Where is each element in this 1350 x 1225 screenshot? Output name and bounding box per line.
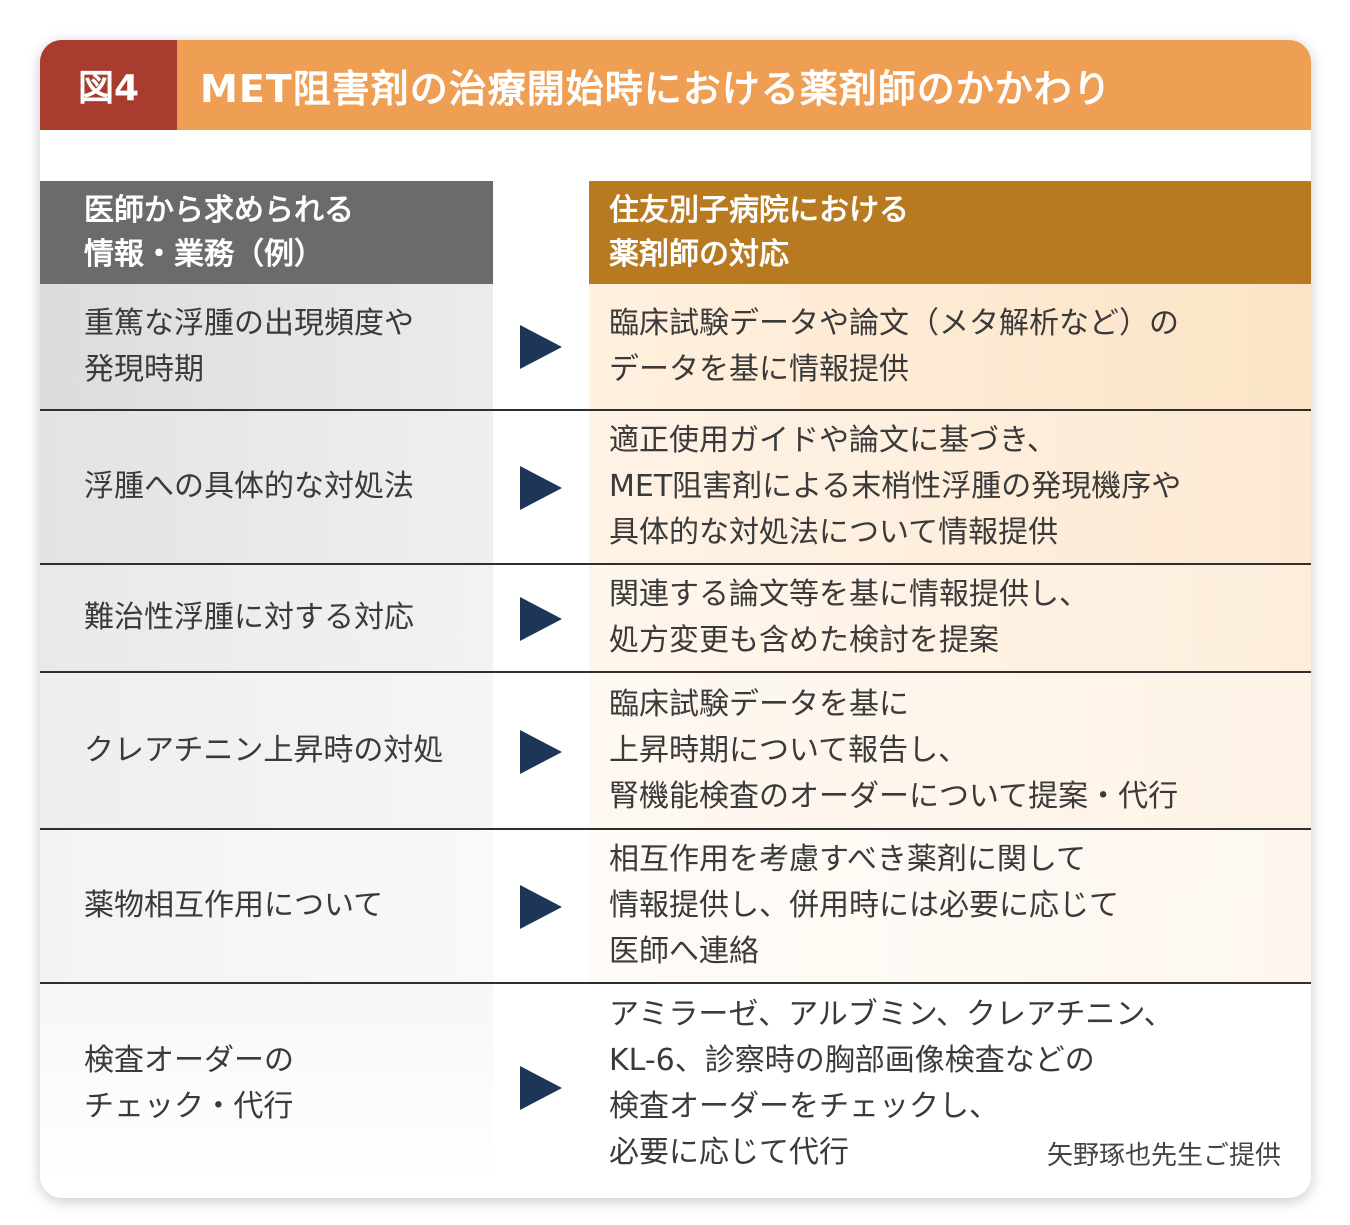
table-row: クレアチニン上昇時の対処 臨床試験データを基に 上昇時期について報告し、 腎機能… [40,673,1311,830]
request-text: クレアチニン上昇時の対処 [84,732,444,768]
table-row: 重篤な浮腫の出現頻度や 発現時期 臨床試験データや論文（メタ解析など）の データ… [40,284,1311,411]
arrow-right-icon [520,325,562,369]
request-text: チェック・代行 [84,1089,294,1124]
request-text: 難治性浮腫に対する対応 [84,600,414,635]
title-bar: 図4 MET阻害剤の治療開始時における薬剤師のかかわり [40,40,1311,130]
header-right-line: 住友別子病院における [609,192,909,228]
figure-number-badge: 図4 [40,40,177,130]
request-cell: 浮腫への具体的な対処法 [40,411,493,563]
response-text: KL-6、診察時の胸部画像検査などの [609,1043,1095,1078]
response-cell: 適正使用ガイドや論文に基づき、 MET阻害剤による末梢性浮腫の発現機序や 具体的… [589,411,1311,563]
response-text: 適正使用ガイドや論文に基づき、 [609,423,1057,458]
response-text: 臨床試験データを基に [609,686,909,722]
response-text: 具体的な対処法について情報提供 [609,515,1059,550]
response-text: 腎機能検査のオーダーについて提案・代行 [609,778,1179,814]
request-cell: 薬物相互作用について [40,830,493,982]
request-cell: 検査オーダーの チェック・代行 [40,984,493,1184]
table-row: 難治性浮腫に対する対応 関連する論文等を基に情報提供し、 処方変更も含めた検討を… [40,565,1311,673]
header-left-line: 情報・業務（例） [84,236,324,272]
response-cell: 臨床試験データを基に 上昇時期について報告し、 腎機能検査のオーダーについて提案… [589,673,1311,828]
request-cell: クレアチニン上昇時の対処 [40,673,493,828]
response-text: 臨床試験データや論文（メタ解析など）の [609,305,1179,341]
header-left-line: 医師から求められる [84,192,354,228]
arrow-right-icon [520,597,562,641]
request-cell: 重篤な浮腫の出現頻度や 発現時期 [40,284,493,409]
response-cell: 臨床試験データや論文（メタ解析など）の データを基に情報提供 [589,284,1311,409]
response-text: 相互作用を考慮すべき薬剤に関して [609,842,1086,877]
arrow-right-icon [520,466,562,510]
response-text: 情報提供し、併用時には必要に応じて [609,888,1119,923]
response-text: 必要に応じて代行 [609,1135,849,1170]
response-text: 医師へ連絡 [609,934,759,969]
header-left: 医師から求められる 情報・業務（例） [40,181,493,284]
response-text: 上昇時期について報告し、 [609,732,969,768]
table-row: 検査オーダーの チェック・代行 アミラーゼ、アルブミン、クレアチニン、 KL-6… [40,984,1311,1184]
figure-title: MET阻害剤の治療開始時における薬剤師のかかわり [200,66,1112,111]
header-right-line: 薬剤師の対応 [609,236,789,272]
arrow-right-icon [520,730,562,774]
arrow-right-icon [520,885,562,929]
response-text: 関連する論文等を基に情報提供し、 [609,577,1089,612]
response-text: 検査オーダーをチェックし、 [609,1089,999,1124]
request-text: 重篤な浮腫の出現頻度や [84,305,414,341]
figure-card: 図4 MET阻害剤の治療開始時における薬剤師のかかわり 医師から求められる 情報… [40,40,1311,1198]
response-text: データを基に情報提供 [609,351,909,387]
request-text: 薬物相互作用について [84,888,384,923]
request-cell: 難治性浮腫に対する対応 [40,565,493,671]
response-cell: 相互作用を考慮すべき薬剤に関して 情報提供し、併用時には必要に応じて 医師へ連絡 [589,830,1311,982]
table-row: 薬物相互作用について 相互作用を考慮すべき薬剤に関して 情報提供し、併用時には必… [40,830,1311,984]
response-cell: 関連する論文等を基に情報提供し、 処方変更も含めた検討を提案 [589,565,1311,671]
source-credit: 矢野琢也先生ご提供 [1046,1141,1281,1171]
request-text: 検査オーダーの [84,1043,294,1078]
response-text: 処方変更も含めた検討を提案 [609,623,999,658]
table-row: 浮腫への具体的な対処法 適正使用ガイドや論文に基づき、 MET阻害剤による末梢性… [40,411,1311,565]
response-text: アミラーゼ、アルブミン、クレアチニン、 [609,997,1174,1032]
response-text: MET阻害剤による末梢性浮腫の発現機序や [609,469,1182,504]
request-text: 発現時期 [84,351,204,387]
arrow-right-icon [520,1066,562,1110]
response-cell: アミラーゼ、アルブミン、クレアチニン、 KL-6、診察時の胸部画像検査などの 検… [589,984,1311,1184]
request-text: 浮腫への具体的な対処法 [84,469,414,504]
header-right: 住友別子病院における 薬剤師の対応 [589,181,1311,284]
